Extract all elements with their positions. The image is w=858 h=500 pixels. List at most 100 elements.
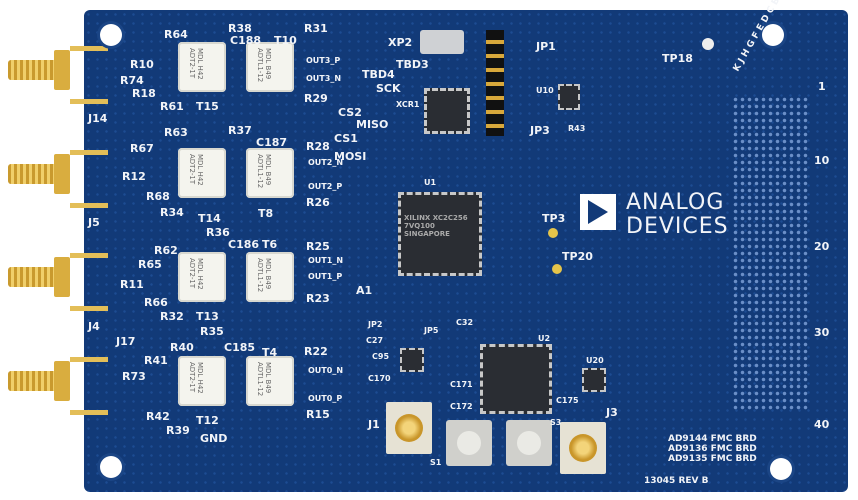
label-r68: R68 [146, 190, 170, 203]
label-r66: R66 [144, 296, 168, 309]
label-j1: J1 [368, 418, 380, 431]
chip-small [400, 348, 424, 372]
label-t10: T10 [274, 34, 297, 47]
label-r42: R42 [146, 410, 170, 423]
label-c171: C171 [450, 380, 473, 389]
label-c188: C188 [230, 34, 262, 47]
label-r31: R31 [304, 22, 328, 35]
board-id-ad9144: AD9144 FMC BRD [668, 434, 757, 444]
label-out1n: OUT1_N [308, 256, 344, 265]
analog-devices-logo [580, 194, 616, 230]
label-xcr1: XCR1 [396, 100, 420, 109]
label-r23: R23 [306, 292, 330, 305]
sma-connector-j4 [8, 253, 108, 311]
label-r10: R10 [130, 58, 154, 71]
mounting-hole [762, 24, 784, 46]
label-c172: C172 [450, 402, 473, 411]
label-r41: R41 [144, 354, 168, 367]
transformer-t8: MDL B49 ADTL1-12 [246, 148, 294, 198]
label-r35: R35 [200, 325, 224, 338]
test-point-tp18 [702, 38, 714, 50]
label-c185: C185 [224, 341, 256, 354]
label-c175: C175 [556, 396, 579, 405]
label-r36: R36 [206, 226, 230, 239]
label-sck: SCK [376, 82, 401, 95]
label-r67: R67 [130, 142, 154, 155]
label-c170: C170 [368, 374, 391, 383]
label-cs1: CS1 [334, 132, 358, 145]
label-r37: R37 [228, 124, 252, 137]
label-tp3: TP3 [542, 212, 566, 225]
fmc-connector-pads [732, 96, 808, 412]
label-s3: S3 [550, 418, 562, 427]
label-r26: R26 [306, 196, 330, 209]
label-out0p: OUT0_P [308, 394, 343, 403]
edge-number-1: 1 [818, 80, 826, 93]
label-r15: R15 [306, 408, 330, 421]
board-id-ad9135: AD9135 FMC BRD [668, 454, 757, 464]
chip-u2 [480, 344, 552, 414]
label-r64: R64 [164, 28, 188, 41]
label-r65: R65 [138, 258, 162, 271]
label-out2p: OUT2_P [308, 182, 343, 191]
label-t4: T4 [262, 346, 278, 359]
label-r12: R12 [122, 170, 146, 183]
push-button-s3[interactable] [506, 420, 552, 466]
label-c95: C95 [372, 352, 390, 361]
label-c32: C32 [456, 318, 474, 327]
label-t6: T6 [262, 238, 278, 251]
label-c27: C27 [366, 336, 384, 345]
label-out3p: OUT3_P [306, 56, 341, 65]
label-out0n: OUT0_N [308, 366, 344, 375]
label-r32: R32 [160, 310, 184, 323]
label-xp2: XP2 [388, 36, 413, 49]
usb-controller-chip [424, 88, 470, 134]
label-r28: R28 [306, 140, 330, 153]
label-j14: J14 [88, 112, 108, 125]
label-miso: MISO [356, 118, 389, 131]
label-j17: J17 [116, 335, 136, 348]
label-j4: J4 [88, 320, 100, 333]
label-r39: R39 [166, 424, 190, 437]
transformer-t15: MDL H42 ADT2-1T [178, 42, 226, 92]
usb-connector-xp2 [420, 30, 464, 54]
mounting-hole [100, 24, 122, 46]
label-r40: R40 [170, 341, 194, 354]
label-tbd4: TBD4 [362, 68, 395, 81]
label-tbd3: TBD3 [396, 58, 429, 71]
transformer-t14: MDL H42 ADT2-1T [178, 148, 226, 198]
label-out2n: OUT2_N [308, 158, 344, 167]
label-t15: T15 [196, 100, 219, 113]
label-t8: T8 [258, 207, 274, 220]
push-button-s1[interactable] [446, 420, 492, 466]
test-point-tp3 [548, 228, 558, 238]
label-r74: R74 [120, 74, 144, 87]
chip-u10 [558, 84, 580, 110]
label-u10: U10 [536, 86, 554, 95]
label-mosi: MOSI [334, 150, 367, 163]
chip-u20 [582, 368, 606, 392]
label-gnd: GND [200, 432, 228, 445]
label-s1: S1 [430, 458, 442, 467]
label-r73: R73 [122, 370, 146, 383]
sma-connector-j14 [8, 46, 108, 104]
label-r62: R62 [154, 244, 178, 257]
transformer-t6: MDL B49 ADTL1-12 [246, 252, 294, 302]
mounting-hole [770, 458, 792, 480]
label-j5: J5 [88, 216, 100, 229]
edge-number-40: 40 [814, 418, 830, 431]
smb-connector-j1 [386, 402, 432, 454]
label-u1: U1 [424, 178, 437, 187]
sma-connector-j17 [8, 357, 108, 415]
label-t14: T14 [198, 212, 221, 225]
label-u2: U2 [538, 334, 551, 343]
edge-number-10: 10 [814, 154, 830, 167]
label-r38: R38 [228, 22, 252, 35]
label-r34: R34 [160, 206, 184, 219]
label-tp18: TP18 [662, 52, 693, 65]
board-id-ad9136: AD9136 FMC BRD [668, 444, 757, 454]
test-point-tp20 [552, 264, 562, 274]
brand-line2: DEVICES [626, 214, 729, 239]
label-jp3: JP3 [530, 124, 550, 137]
label-tp20: TP20 [562, 250, 593, 263]
